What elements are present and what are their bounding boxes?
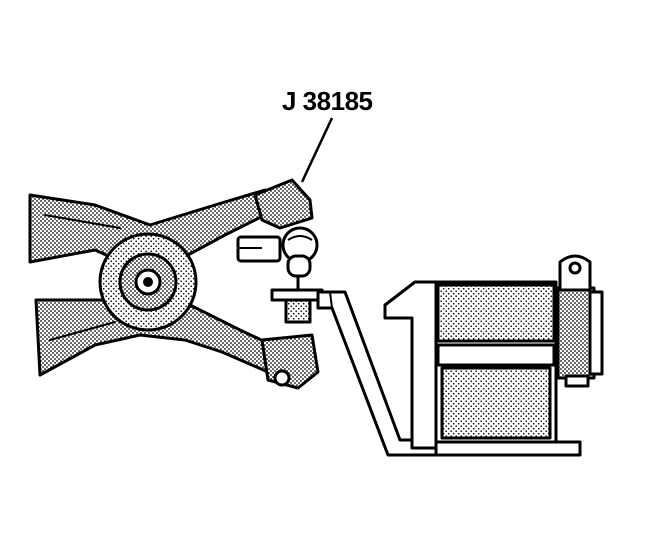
ball-stud xyxy=(270,226,324,324)
tool-callout-label: J 38185 xyxy=(282,86,373,116)
callout-leader-line xyxy=(300,117,334,183)
pliers xyxy=(28,188,277,377)
upper-jaw xyxy=(236,178,314,263)
lower-jaw xyxy=(260,333,320,390)
motor-flange xyxy=(383,280,442,450)
motor-unit xyxy=(383,254,604,457)
upper-handle xyxy=(28,188,277,272)
